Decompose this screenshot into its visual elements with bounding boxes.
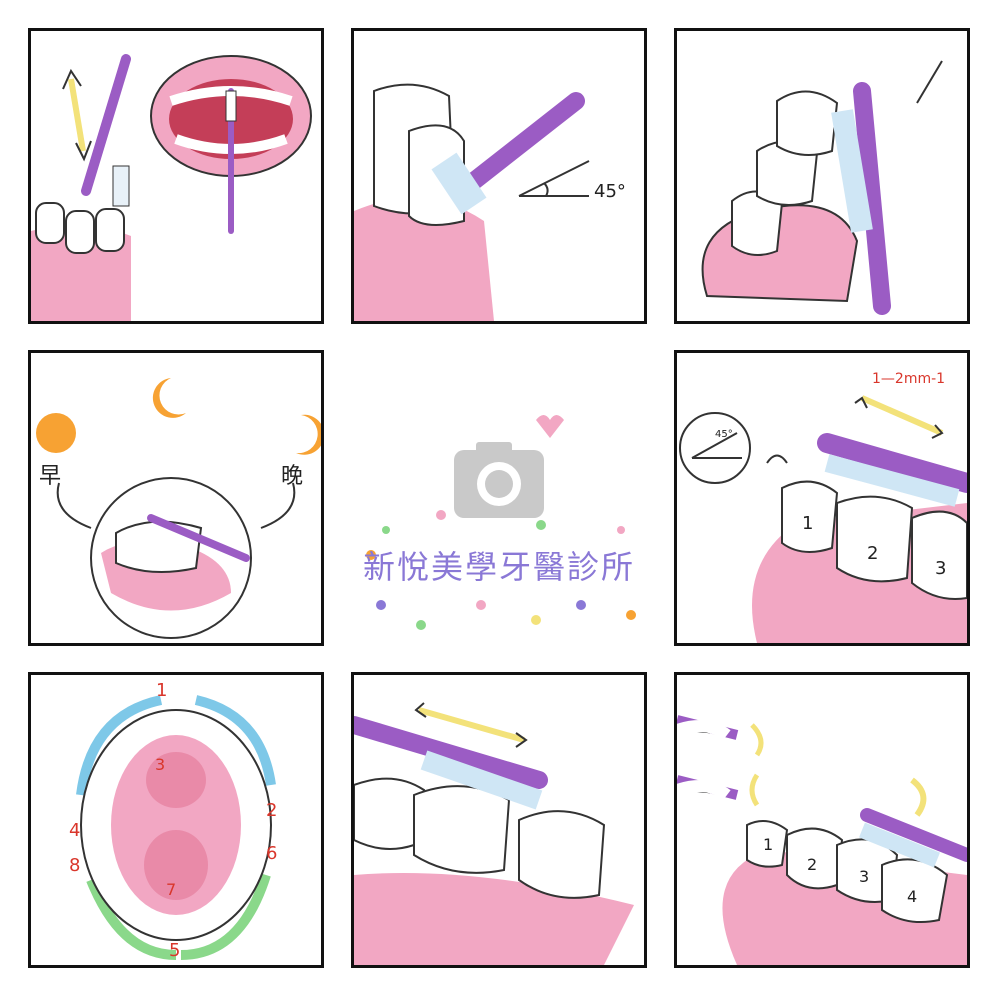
tooth-number-1: 1 xyxy=(763,835,774,854)
order-number-6: 6 xyxy=(266,843,278,864)
order-number-1: 1 xyxy=(156,680,168,701)
panel-chewing-surfaces xyxy=(351,672,647,968)
order-number-2: 2 xyxy=(266,800,278,821)
panel-front-teeth-vertical xyxy=(28,28,324,324)
panel-brushing-order: 1 2 3 4 5 6 7 8 xyxy=(28,672,324,968)
morning-label: 早 xyxy=(39,464,62,489)
half-moon-icon xyxy=(152,378,186,418)
order-number-4: 4 xyxy=(69,820,81,841)
tooth-number-2: 2 xyxy=(807,855,818,874)
molars-brushing-illustration xyxy=(701,60,943,315)
crescent-moon-icon xyxy=(296,414,321,455)
inner-surface-illustration xyxy=(677,715,967,965)
angle-brushing-illustration xyxy=(354,83,590,321)
order-number-7: 7 xyxy=(166,880,177,899)
panel-inner-surfaces: 1 2 3 4 xyxy=(674,672,970,968)
angle-label: 45° xyxy=(594,181,626,202)
short-strokes-illustration xyxy=(679,395,967,643)
clinic-name: 新悅美學牙醫診所 xyxy=(362,548,635,586)
clinic-logo-area: 新悅美學牙醫診所 xyxy=(351,350,647,646)
evening-label: 晚 xyxy=(281,464,304,489)
sun-icon xyxy=(36,413,76,453)
molar-number-2: 2 xyxy=(867,543,879,564)
chewing-surface-illustration xyxy=(354,702,634,965)
panel-short-strokes: 45° 1—2mm-1 1 2 3 xyxy=(674,350,970,646)
order-number-5: 5 xyxy=(169,940,181,961)
order-number-3: 3 xyxy=(155,755,166,774)
day-cycle-illustration xyxy=(36,378,321,639)
small-angle-label: 45° xyxy=(715,429,733,440)
panel-morning-evening: 早 晚 xyxy=(28,350,324,646)
front-teeth-illustration xyxy=(31,54,312,321)
panel-45-degree-angle: 45° xyxy=(351,28,647,324)
mouth-order-diagram xyxy=(76,695,276,960)
tooth-number-3: 3 xyxy=(859,867,870,886)
panel-molars-brushing xyxy=(674,28,970,324)
molar-number-1: 1 xyxy=(802,513,814,534)
molar-number-3: 3 xyxy=(935,558,947,579)
camera-icon xyxy=(366,415,636,630)
stroke-length-label: 1—2mm-1 xyxy=(872,371,946,387)
tooth-number-4: 4 xyxy=(907,887,918,906)
order-number-8: 8 xyxy=(69,855,81,876)
